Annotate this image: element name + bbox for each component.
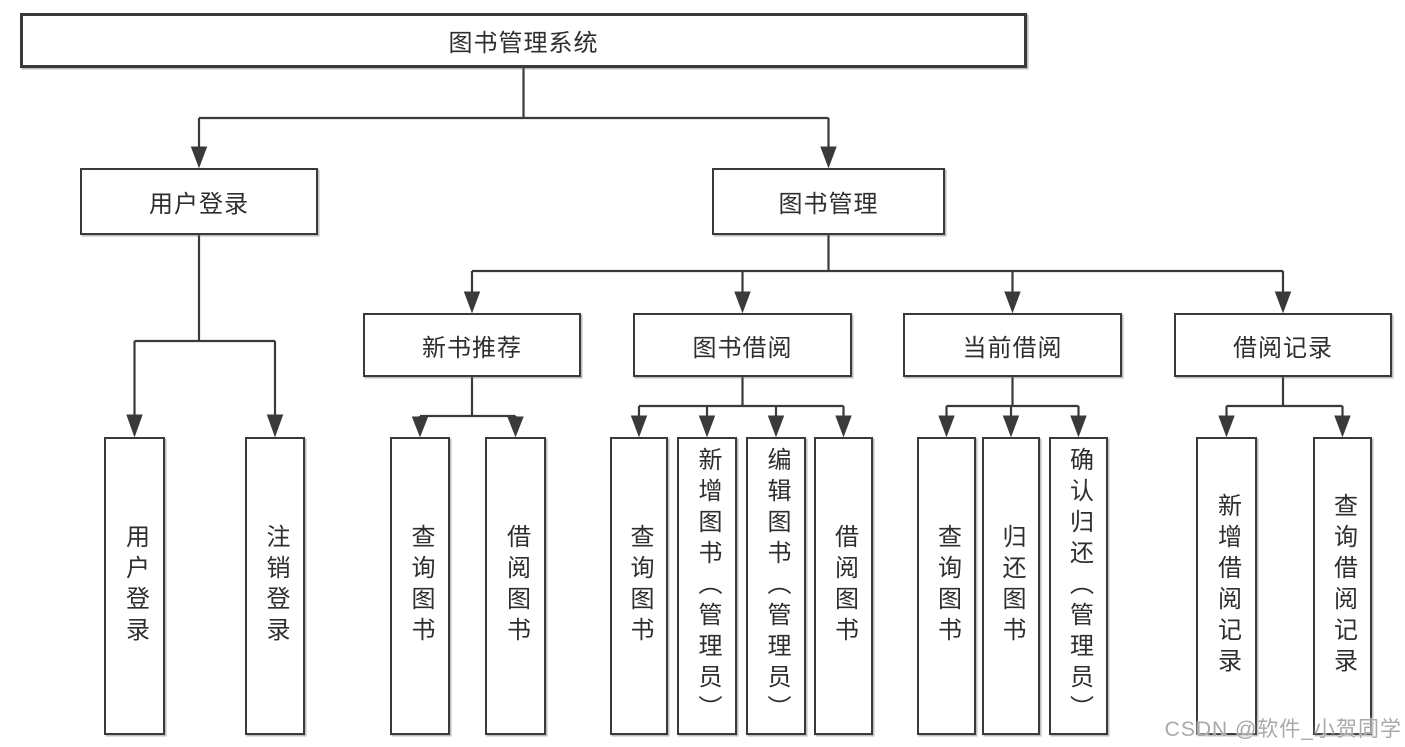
leaf-return-books: 归还图书	[982, 437, 1040, 735]
leaf-borrowing-borrow-books-label: 借阅图书	[830, 524, 858, 648]
node-book-management-label: 图书管理	[778, 191, 879, 218]
node-book-management: 图书管理	[712, 168, 945, 235]
leaf-current-query-books: 查询图书	[917, 437, 976, 735]
leaf-query-borrow-record: 查询借阅记录	[1313, 437, 1372, 735]
leaf-add-books-admin: 新增图书（管理员）	[677, 437, 737, 735]
leaf-logout: 注销登录	[245, 437, 305, 735]
leaf-confirm-return-admin: 确认归还（管理员）	[1049, 437, 1108, 735]
leaf-logout-label: 注销登录	[262, 524, 289, 648]
node-library-system-label: 图书管理系统	[448, 30, 599, 57]
leaf-borrowing-query-books-label: 查询图书	[626, 524, 653, 648]
node-user-login-label: 用户登录	[149, 191, 249, 218]
connector-root-to-level1	[190, 68, 837, 169]
node-new-book-recommend-label: 新书推荐	[422, 334, 522, 362]
leaf-edit-books-admin-label: 编辑图书（管理员）	[763, 446, 790, 726]
leaf-edit-books-admin: 编辑图书（管理员）	[746, 437, 806, 735]
leaf-add-borrow-record: 新增借阅记录	[1196, 437, 1257, 735]
leaf-user-login-label: 用户登录	[121, 524, 149, 648]
leaf-newrec-query-books: 查询图书	[390, 437, 450, 735]
node-new-book-recommend: 新书推荐	[363, 313, 581, 377]
connector-new-book-rec-to-leaves	[411, 377, 524, 438]
watermark: CSDN @软件_小贺同学	[1164, 718, 1402, 741]
leaf-borrowing-borrow-books: 借阅图书	[814, 437, 873, 735]
node-borrowing-records: 借阅记录	[1174, 313, 1392, 377]
node-user-login: 用户登录	[80, 168, 318, 235]
node-borrowing-records-label: 借阅记录	[1233, 334, 1333, 362]
connector-user-login-to-leaves	[126, 235, 284, 438]
leaf-newrec-borrow-books: 借阅图书	[485, 437, 546, 735]
leaf-borrowing-query-books: 查询图书	[610, 437, 668, 735]
leaf-add-borrow-record-label: 新增借阅记录	[1213, 493, 1241, 679]
leaf-newrec-borrow-books-label: 借阅图书	[502, 524, 530, 648]
leaf-return-books-label: 归还图书	[998, 524, 1025, 648]
connector-borrow-records-to-leaves	[1218, 377, 1351, 438]
node-book-borrowing-label: 图书借阅	[692, 334, 793, 362]
node-current-borrowing-label: 当前借阅	[962, 334, 1063, 362]
leaf-current-query-books-label: 查询图书	[933, 524, 961, 648]
node-current-borrowing: 当前借阅	[903, 313, 1122, 377]
connector-current-borrow-to-leaves	[938, 377, 1087, 438]
leaf-add-books-admin-label: 新增图书（管理员）	[694, 446, 721, 726]
leaf-confirm-return-admin-label: 确认归还（管理员）	[1065, 446, 1093, 726]
leaf-newrec-query-books-label: 查询图书	[407, 524, 434, 648]
connector-book-borrow-to-leaves	[630, 377, 852, 438]
node-book-borrowing: 图书借阅	[633, 313, 852, 377]
leaf-query-borrow-record-label: 查询借阅记录	[1329, 493, 1357, 679]
connector-book-mgmt-to-level2	[463, 235, 1292, 314]
node-library-system: 图书管理系统	[20, 13, 1027, 68]
leaf-user-login: 用户登录	[104, 437, 165, 735]
